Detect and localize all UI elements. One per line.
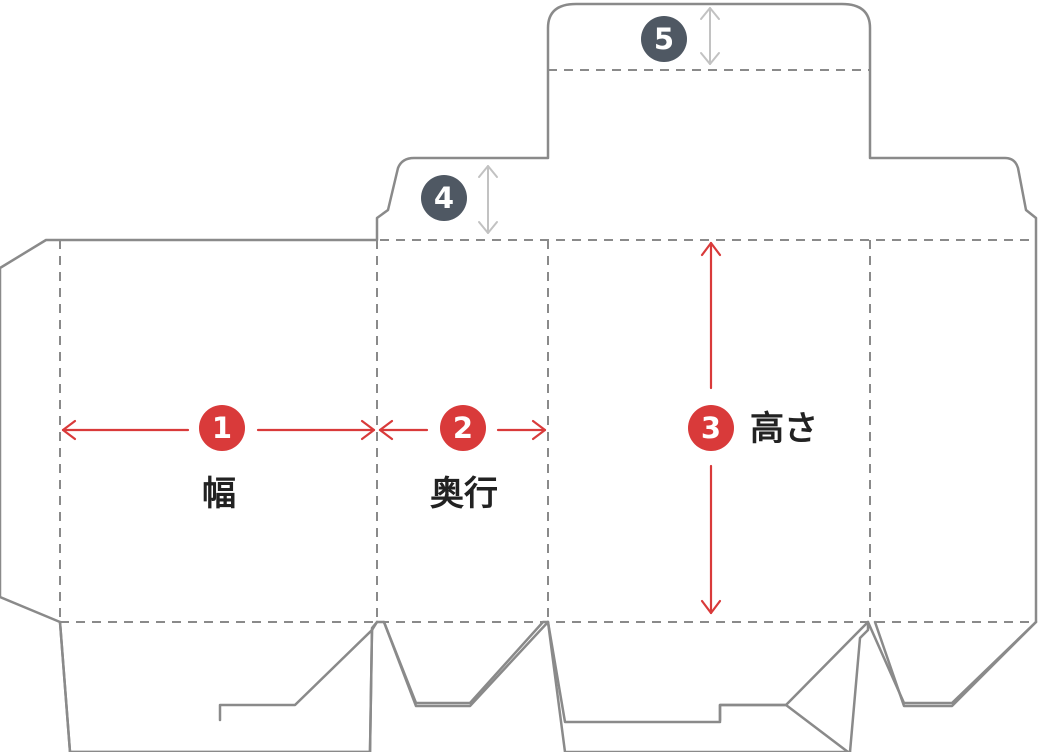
marker-3: 3: [688, 405, 734, 451]
marker-2: 2: [440, 405, 486, 451]
marker-5: 5: [641, 16, 687, 62]
height-dimension-arrow: [700, 241, 722, 615]
flap-dimension-arrow: [478, 165, 498, 234]
width-dimension-arrow: [61, 419, 376, 441]
svg-text:3: 3: [701, 411, 721, 445]
bottom-right-flap: [873, 620, 1038, 708]
bottom-left-flap: [58, 620, 379, 752]
bottom-third-notch: [718, 620, 870, 722]
label-height: 高さ: [750, 409, 818, 449]
depth-dimension-arrow: [378, 419, 547, 441]
bottom-third-flap: [546, 620, 852, 752]
bottom-left-notch: [218, 628, 374, 722]
tuck-dimension-arrow: [700, 7, 720, 65]
bottom-mid-flap: [382, 620, 550, 708]
fold-diagonal-right: [785, 629, 861, 706]
svg-text:1: 1: [212, 411, 232, 445]
label-width: 幅: [202, 474, 236, 514]
marker-1: 1: [199, 405, 245, 451]
label-depth: 奥行: [430, 474, 498, 514]
svg-text:4: 4: [434, 181, 454, 215]
svg-text:5: 5: [654, 22, 674, 56]
fold-diagonal-left: [294, 629, 373, 706]
marker-4: 4: [421, 175, 467, 221]
svg-text:2: 2: [453, 411, 473, 445]
